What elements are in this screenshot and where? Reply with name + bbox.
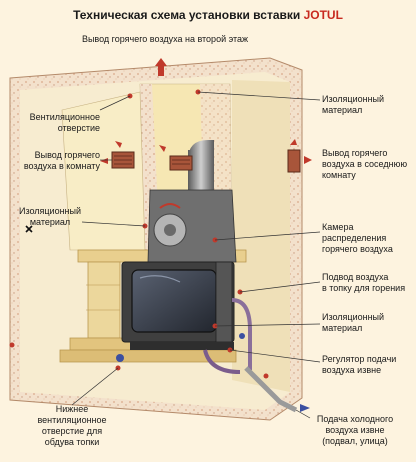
title-brand: JOTUL: [304, 8, 343, 22]
label-hot-air-upstairs: Вывод горячего воздуха на второй этаж: [60, 34, 270, 45]
label-insulation-left: Изоляционный материал: [12, 206, 88, 228]
label-insulation-bottom-right: Изоляционный материал: [322, 312, 412, 334]
vent-grille-neighbor: [288, 150, 300, 172]
label-hot-air-room: Вывод горячего воздуха в комнату: [14, 150, 100, 172]
label-vent-opening: Вентиляционное отверстие: [18, 112, 100, 134]
title-text: Техническая схема установки вставки: [73, 8, 300, 22]
label-cold-air-supply: Подача холодного воздуха извне (подвал, …: [300, 414, 410, 447]
vent-grille-hood: [170, 156, 192, 170]
label-outside-air-regulator: Регулятор подачи воздуха извне: [322, 354, 414, 376]
label-insulation-top-right: Изоляционный материал: [322, 94, 412, 116]
vent-grille-room: [112, 152, 134, 168]
diagram-title: Техническая схема установки вставки JOTU…: [0, 8, 416, 22]
label-distribution-chamber: Камера распределения горячего воздуха: [322, 222, 414, 255]
label-air-supply-firebox: Подвод воздуха в топку для горения: [322, 272, 414, 294]
label-hot-air-neighbor: Вывод горячего воздуха в соседнюю комнат…: [322, 148, 414, 181]
label-lower-vent: Нижнее вентиляционное отверстие для обду…: [24, 404, 120, 448]
